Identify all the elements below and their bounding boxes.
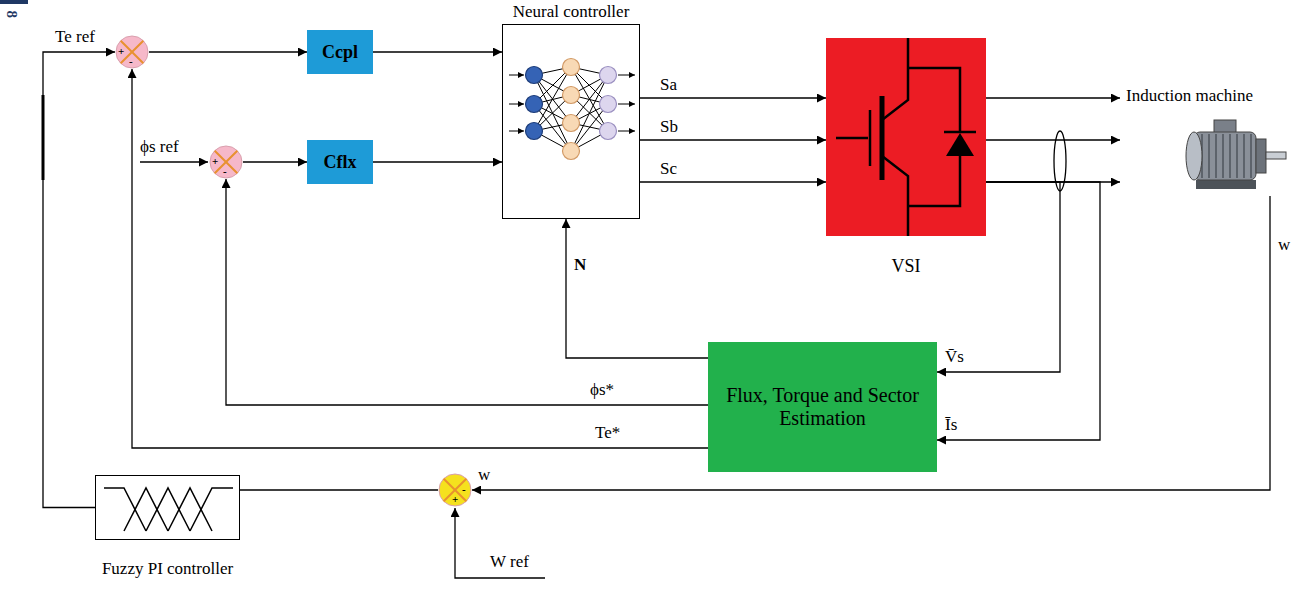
sign: + bbox=[452, 494, 458, 505]
signal-name: Sa bbox=[660, 76, 677, 95]
summing-junction: -+ bbox=[438, 473, 472, 507]
signal-arrow bbox=[240, 489, 438, 490]
motor-picture bbox=[1178, 114, 1290, 194]
flux-controller-box: Cflx bbox=[307, 140, 373, 184]
signal-arrow bbox=[566, 219, 708, 358]
signal-arrow bbox=[226, 179, 708, 405]
page-bar bbox=[0, 0, 28, 4]
signal-name: w bbox=[1278, 236, 1290, 255]
reference-input-line bbox=[140, 161, 208, 162]
reference-input-line bbox=[455, 508, 545, 578]
induction-machine: Induction machine bbox=[1120, 86, 1298, 196]
node-label: Ccpl bbox=[322, 42, 358, 63]
sign: - bbox=[223, 166, 227, 177]
page-number: 8 bbox=[4, 11, 21, 19]
neural-controller-box: Neural controller bbox=[502, 24, 640, 219]
signal-arrow bbox=[243, 161, 307, 162]
node-label: Neural controller bbox=[513, 2, 630, 22]
node-label: VSI bbox=[891, 256, 920, 277]
node-label: Flux, Torque and Sector Estimation bbox=[718, 384, 927, 430]
summing-junction: +- bbox=[209, 145, 243, 179]
node-label: Induction machine bbox=[1126, 86, 1253, 106]
signal-arrow bbox=[640, 97, 826, 98]
signal-name: ϕs* bbox=[590, 381, 614, 400]
sign: + bbox=[118, 46, 124, 57]
summing-junction: +- bbox=[115, 35, 149, 69]
estimator-box: Flux, Torque and Sector Estimation bbox=[708, 342, 937, 472]
signal-name: W ref bbox=[490, 553, 529, 572]
sign: - bbox=[462, 484, 466, 495]
signal-name: Īs bbox=[945, 416, 957, 435]
node-label: Cflx bbox=[324, 152, 357, 173]
signal-arrow bbox=[132, 69, 708, 448]
signal-name: N bbox=[574, 256, 586, 275]
signal-arrow bbox=[986, 139, 1120, 140]
signal-arrow bbox=[472, 196, 1270, 490]
sign: + bbox=[212, 156, 218, 167]
fuzzy-controller-box: Fuzzy PI controller bbox=[95, 475, 240, 540]
signal-name: Te ref bbox=[55, 28, 95, 47]
signal-name: V̄s bbox=[945, 348, 964, 367]
torque-controller-box: Ccpl bbox=[307, 30, 373, 74]
signal-name: Te* bbox=[595, 424, 620, 443]
signal-name: Sb bbox=[660, 118, 678, 137]
signal-arrow bbox=[149, 51, 307, 52]
signal-name: ϕs ref bbox=[140, 138, 179, 157]
signal-arrow bbox=[640, 181, 826, 182]
signal-name: Sc bbox=[660, 160, 677, 179]
sign: - bbox=[129, 56, 133, 67]
signal-arrow bbox=[373, 51, 502, 52]
node-label: Fuzzy PI controller bbox=[102, 559, 233, 579]
inverter-box: VSI bbox=[826, 38, 986, 236]
signal-arrow bbox=[373, 161, 502, 162]
membership-functions bbox=[96, 476, 241, 541]
neural-network-icon bbox=[503, 25, 641, 220]
igbt-symbol bbox=[826, 38, 986, 236]
signal-arrow bbox=[986, 97, 1120, 98]
signal-name: w bbox=[478, 466, 490, 485]
signal-arrow bbox=[640, 139, 826, 140]
signal-arrow bbox=[43, 52, 115, 508]
